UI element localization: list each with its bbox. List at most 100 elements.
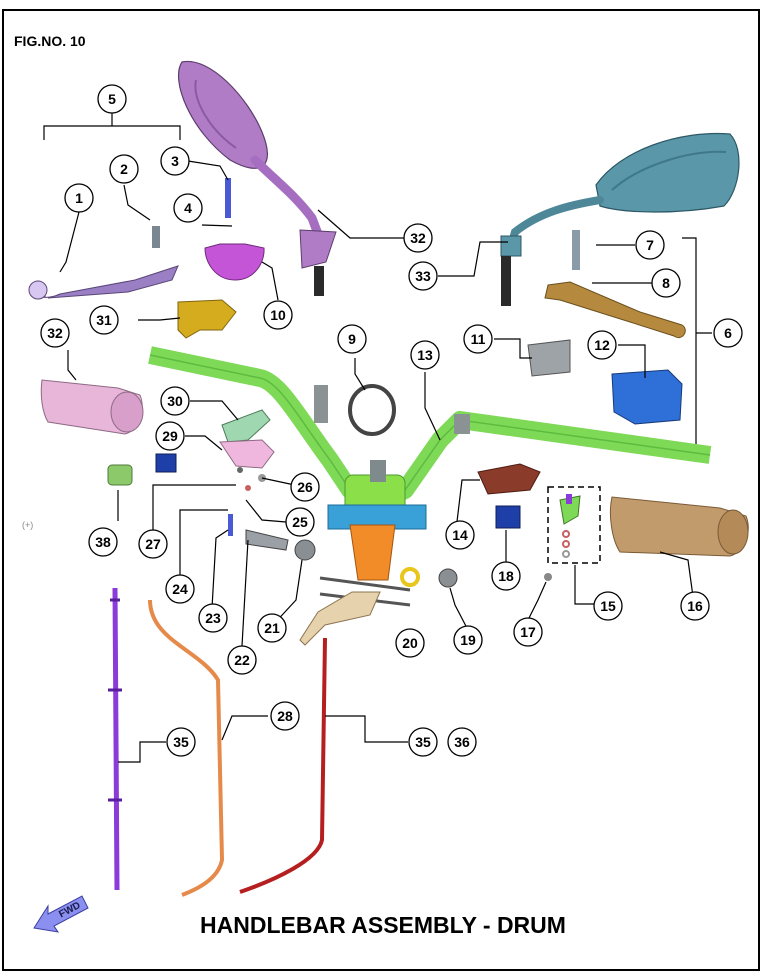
left-mirror	[178, 60, 337, 296]
svg-text:25: 25	[292, 514, 308, 530]
callout-21: 21	[257, 613, 287, 643]
switch-14	[477, 463, 541, 495]
svg-text:20: 20	[402, 635, 418, 651]
callout-18: 18	[491, 561, 521, 591]
callout-28: 28	[270, 701, 300, 731]
callout-23: 23	[198, 603, 228, 633]
bracket-5	[43, 113, 181, 140]
switch-29	[219, 439, 275, 469]
callout-30: 30	[160, 386, 190, 416]
callout-15: 15	[593, 591, 623, 621]
lever-holder-31	[177, 299, 237, 339]
svg-text:38: 38	[95, 534, 111, 550]
svg-text:24: 24	[172, 581, 188, 597]
throttle-cable	[148, 599, 225, 897]
svg-text:23: 23	[205, 610, 221, 626]
callout-35-right: 35	[408, 727, 438, 757]
switch-18	[495, 505, 521, 529]
svg-text:9: 9	[348, 331, 356, 347]
callout-29: 29	[155, 421, 185, 451]
svg-text:2: 2	[120, 161, 128, 177]
svg-text:17: 17	[520, 624, 536, 640]
svg-text:13: 13	[417, 347, 433, 363]
bolt-3	[225, 178, 231, 218]
bracket-11	[527, 339, 571, 377]
svg-text:32: 32	[47, 325, 63, 341]
svg-text:4: 4	[184, 200, 192, 216]
callout-35-left: 35	[166, 727, 196, 757]
callout-2: 2	[109, 154, 139, 184]
callout-32-left: 32	[40, 318, 70, 348]
washer-19	[438, 568, 458, 588]
svg-text:29: 29	[162, 428, 178, 444]
right-grip	[609, 496, 749, 557]
bracket-30	[221, 409, 271, 443]
svg-text:6: 6	[724, 325, 732, 341]
svg-text:14: 14	[452, 527, 468, 543]
svg-text:5: 5	[108, 91, 116, 107]
svg-text:31: 31	[96, 312, 112, 328]
callout-6: 6	[713, 318, 743, 348]
svg-text:30: 30	[167, 393, 183, 409]
svg-text:10: 10	[270, 307, 286, 323]
screw-23	[228, 514, 233, 536]
callout-10: 10	[263, 300, 293, 330]
callout-1: 1	[64, 183, 94, 213]
parts-group-15	[547, 486, 601, 564]
figure-number: FIG.NO. 10	[14, 33, 86, 49]
callout-25: 25	[285, 507, 315, 537]
callout-26: 26	[290, 472, 320, 502]
svg-text:22: 22	[234, 652, 250, 668]
right-mirror	[500, 132, 740, 306]
bolt-2	[152, 226, 160, 248]
svg-text:28: 28	[277, 708, 293, 724]
callout-5: 5	[97, 84, 127, 114]
callout-3: 3	[160, 146, 190, 176]
brake-lever-right	[544, 281, 686, 339]
callout-circles: 1 2 3 4 5 6 7 8 10 11 12 13 14 15 16 17 …	[40, 84, 743, 757]
side-mark: (+)	[22, 520, 34, 530]
callout-4: 4	[173, 193, 203, 223]
nut-17	[544, 573, 552, 581]
fwd-arrow-icon: FWD	[33, 895, 89, 933]
svg-text:35: 35	[173, 734, 189, 750]
callout-7: 7	[635, 230, 665, 260]
diagram-title: HANDLEBAR ASSEMBLY - DRUM	[200, 912, 566, 938]
ring-20	[400, 567, 420, 587]
steering-stem	[299, 524, 411, 646]
callout-16: 16	[680, 591, 710, 621]
svg-text:26: 26	[297, 479, 313, 495]
callout-8: 8	[651, 268, 681, 298]
callout-14: 14	[445, 520, 475, 550]
svg-text:33: 33	[415, 268, 431, 284]
callout-27: 27	[138, 529, 168, 559]
svg-text:21: 21	[264, 620, 280, 636]
rubber-38	[107, 464, 133, 486]
callout-11: 11	[463, 324, 493, 354]
callout-9: 9	[337, 324, 367, 354]
callout-17: 17	[513, 617, 543, 647]
callout-19: 19	[453, 625, 483, 655]
left-grip	[40, 379, 144, 435]
callout-32-mirror: 32	[403, 223, 433, 253]
svg-text:7: 7	[646, 237, 654, 253]
brake-lever-left	[28, 265, 179, 300]
callout-12: 12	[587, 330, 617, 360]
brake-cable	[239, 637, 327, 894]
leader-lines	[59, 160, 695, 763]
svg-text:35: 35	[415, 734, 431, 750]
callout-31: 31	[89, 305, 119, 335]
callout-36: 36	[447, 727, 477, 757]
callout-33: 33	[408, 261, 438, 291]
svg-text:1: 1	[75, 190, 83, 206]
svg-text:19: 19	[460, 632, 476, 648]
callout-38: 38	[88, 527, 118, 557]
callout-24: 24	[165, 574, 195, 604]
svg-text:32: 32	[410, 230, 426, 246]
callout-13: 13	[410, 340, 440, 370]
bolt-7	[572, 230, 580, 270]
svg-text:16: 16	[687, 598, 703, 614]
svg-text:11: 11	[471, 331, 486, 347]
callout-22: 22	[227, 645, 257, 675]
